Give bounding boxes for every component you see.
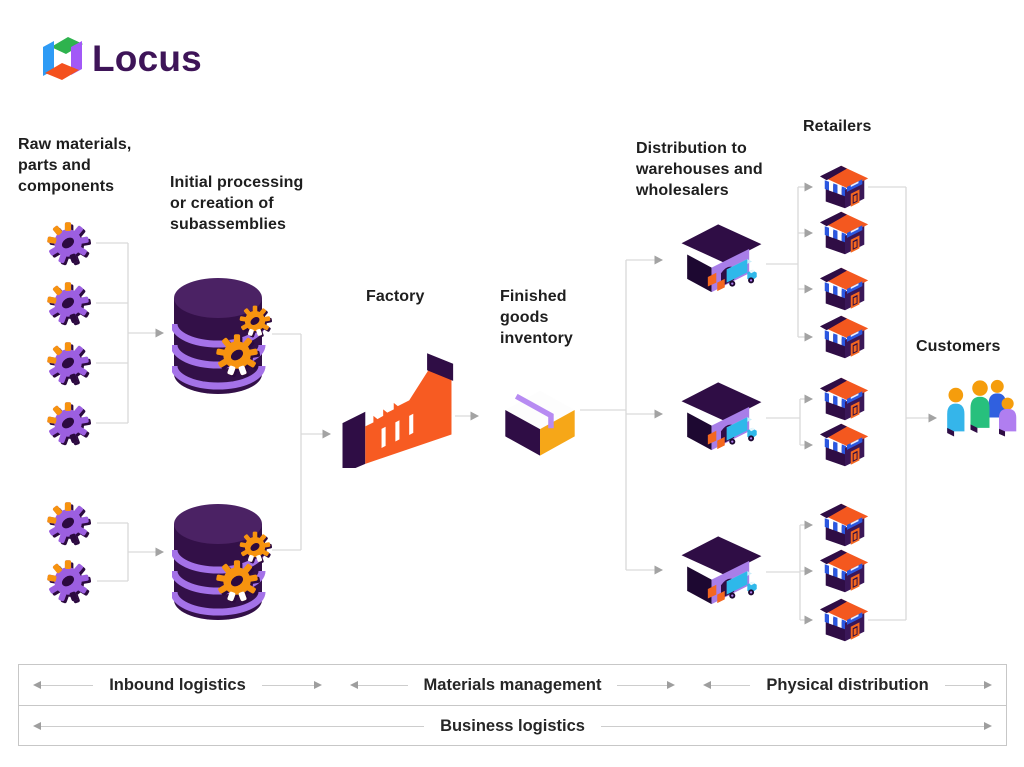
band-inbound-logistics: Inbound logistics [19,676,336,695]
storefront-icon [818,545,872,597]
label-finished-goods: Finished goods inventory [500,288,573,348]
band-physical-distribution: Physical distribution [689,676,1006,695]
gear-icon [45,280,91,326]
band-label-physical: Physical distribution [766,675,929,694]
storefront-icon [818,419,872,471]
band-label-materials: Materials management [423,675,602,694]
warehouse-truck-icon [674,530,768,618]
storefront-icon [818,373,872,425]
storefront-icon [818,263,872,315]
gear-icon [45,500,91,546]
band-row-bottom: Business logistics [19,706,1006,746]
band-label-business: Business logistics [440,716,585,735]
band-label-inbound: Inbound logistics [109,675,246,694]
left-arrow [349,681,408,689]
label-initial-processing: Initial processing or creation of subass… [170,174,304,234]
database-with-gears-icon [172,498,280,638]
box-icon [498,382,582,458]
storefront-icon [818,207,872,259]
people-group-icon [942,376,1018,440]
database-with-gears-icon [172,272,280,412]
gear-icon [45,340,91,386]
label-raw-materials: Raw materials, parts and components [18,136,132,196]
right-arrow [261,681,322,689]
logistics-bands: Inbound logistics Materials management P… [18,664,1007,746]
left-arrow [33,722,425,730]
locus-logo-text: Locus [92,38,202,79]
storefront-icon [818,499,872,551]
warehouse-truck-icon [674,376,768,464]
gear-icon [45,400,91,446]
right-arrow [600,722,993,730]
label-retailers: Retailers [803,118,872,135]
warehouse-truck-icon [674,218,768,306]
label-customers: Customers [916,338,1001,355]
storefront-icon [818,161,872,213]
gear-icon [45,220,91,266]
storefront-icon [818,594,872,646]
left-arrow [703,681,751,689]
right-arrow [944,681,992,689]
storefront-icon [818,311,872,363]
left-arrow [33,681,94,689]
locus-cube-icon [38,34,86,82]
band-row-top: Inbound logistics Materials management P… [19,665,1006,706]
label-distribution: Distribution to warehouses and wholesale… [636,140,763,200]
gear-icon [45,558,91,604]
band-business-logistics: Business logistics [19,717,1006,736]
label-factory: Factory [366,288,425,305]
right-arrow [617,681,676,689]
factory-icon [336,336,458,468]
band-materials-management: Materials management [336,676,689,695]
